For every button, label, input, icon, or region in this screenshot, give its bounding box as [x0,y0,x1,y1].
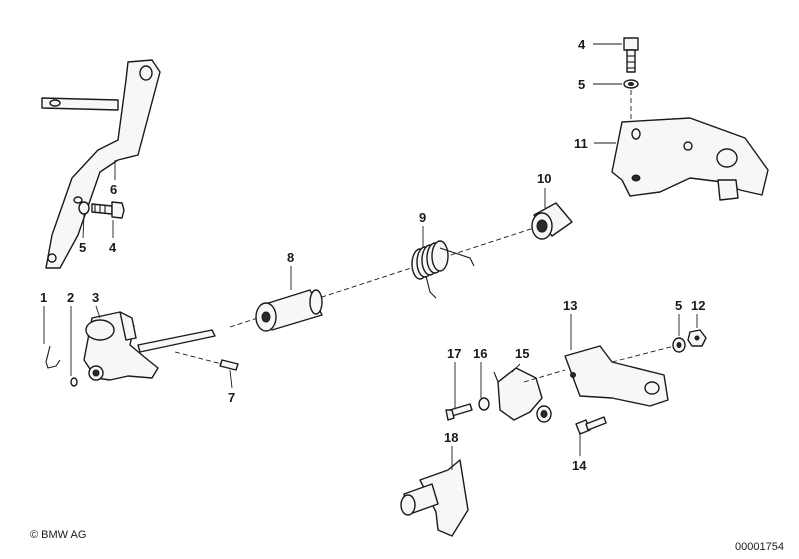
part-17-screw [445,403,473,421]
part-10-bushing [531,202,573,240]
part-5-washer-right [672,337,686,353]
label-part-12: 12 [691,298,705,313]
part-14-bolt [575,416,607,435]
part-labels: 6 5 4 4 5 11 10 9 8 1 2 3 7 13 5 12 17 1… [40,37,705,473]
label-part-4-top: 4 [578,37,586,52]
part-8-tube [255,289,323,332]
label-part-2: 2 [67,290,74,305]
part-16-washer [478,397,490,411]
label-part-18: 18 [444,430,458,445]
label-part-1: 1 [40,290,47,305]
drawing-number: 00001754 [735,541,784,553]
part-7-pin [219,359,239,371]
part-6-bracket [41,59,161,269]
label-part-7: 7 [228,390,235,405]
part-1-clip [45,345,61,369]
part-4-bolt-top [623,37,639,73]
label-part-9: 9 [419,210,426,225]
part-12-nut [687,329,707,347]
part-5-washer-left [78,201,90,215]
part-5-washer-top [623,79,639,89]
part-18-bracket [400,459,469,537]
label-part-5-top: 5 [578,77,585,92]
label-part-17: 17 [447,346,461,361]
label-part-5-left: 5 [79,240,86,255]
part-11-bracket [611,117,769,201]
part-2-ring [70,377,78,387]
part-15-switch [493,367,552,423]
copyright-text: © BMW AG [30,529,86,541]
leader-lines [43,43,698,470]
label-part-6: 6 [110,182,117,197]
label-part-10: 10 [537,171,551,186]
part-3-lever-shaft [83,311,216,381]
label-part-11: 11 [574,136,588,151]
label-part-16: 16 [473,346,487,361]
label-part-15: 15 [515,346,529,361]
part-9-spring [411,240,475,299]
label-part-3: 3 [92,290,99,305]
label-part-14: 14 [572,458,587,473]
label-part-8: 8 [287,250,294,265]
label-part-4-left: 4 [109,240,117,255]
part-4-bolt-left [91,201,125,219]
label-part-5-right: 5 [675,298,682,313]
label-part-13: 13 [563,298,577,313]
part-13-bracket [564,345,669,407]
